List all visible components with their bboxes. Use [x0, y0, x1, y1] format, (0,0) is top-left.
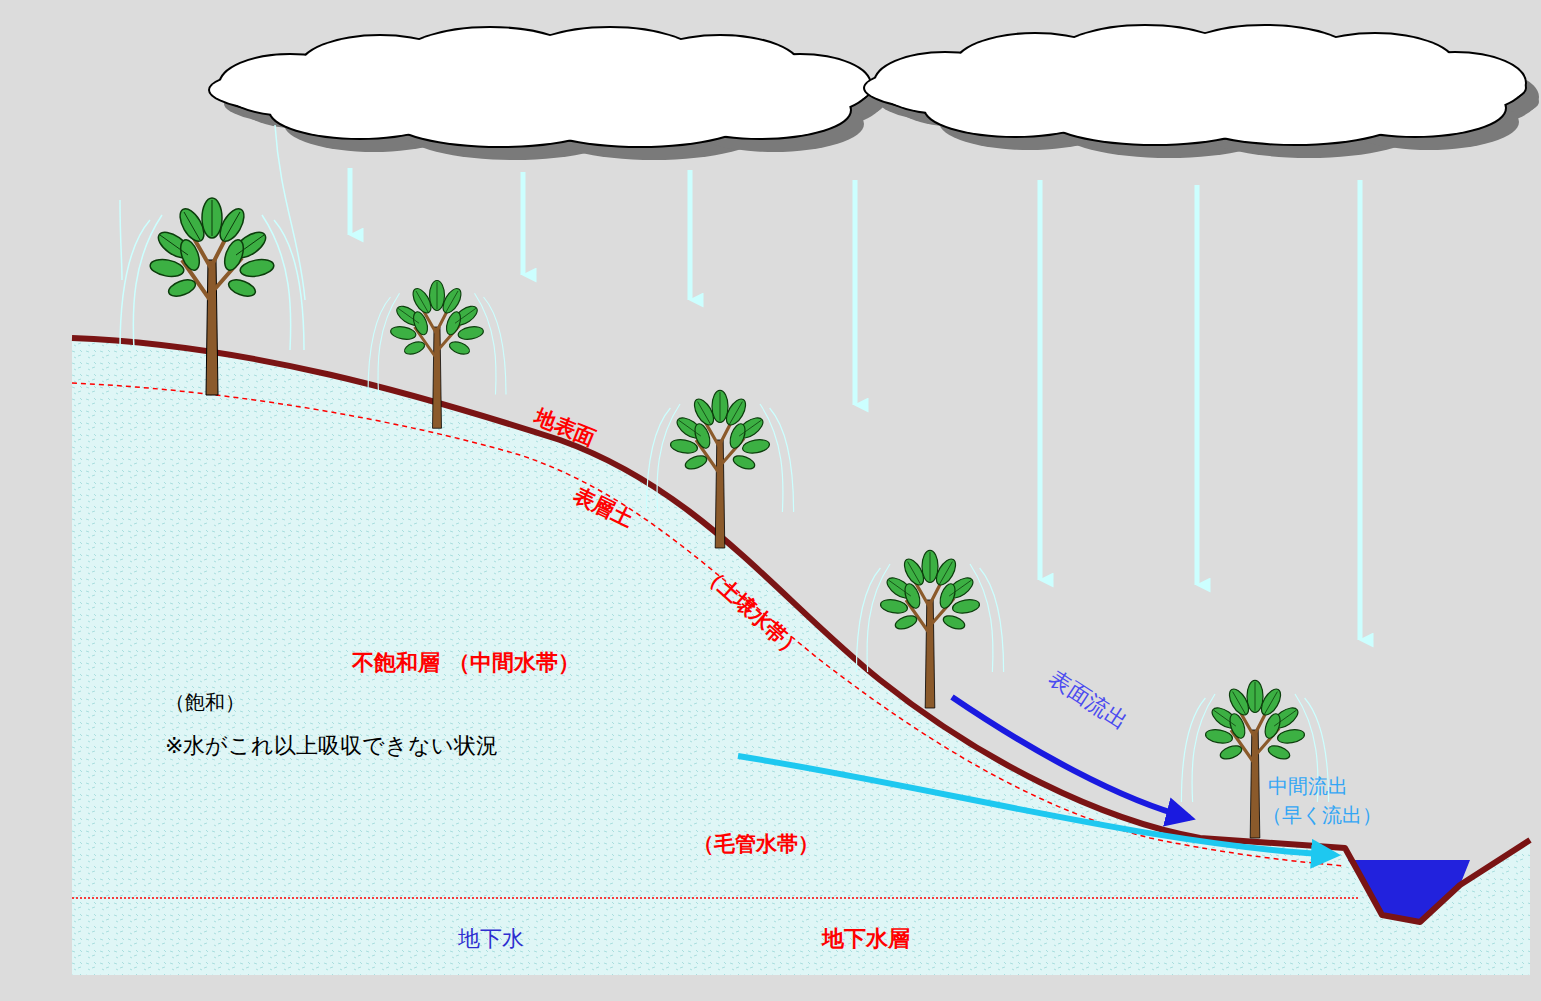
- unsaturated-zone-label: 不飽和層 （中間水帯）: [352, 650, 580, 676]
- soil-water-zone-label: （土壌水帯）: [697, 560, 807, 663]
- interflow-note: （早く流出）: [1262, 803, 1382, 827]
- saturation-note: （飽和）: [165, 690, 245, 714]
- surface-label: 地表面: [531, 405, 599, 452]
- aquifer-label: 地下水層: [822, 926, 910, 952]
- capillary-zone-label: （毛管水帯）: [693, 832, 819, 857]
- topsoil-label: 表層土: [569, 483, 637, 533]
- saturation-explanation: ※水がこれ以上吸収できない状況: [165, 733, 498, 759]
- interflow-label: 中間流出: [1268, 774, 1348, 798]
- groundwater-label: 地下水: [458, 926, 524, 952]
- surface-runoff-label: 表面流出: [1044, 665, 1132, 735]
